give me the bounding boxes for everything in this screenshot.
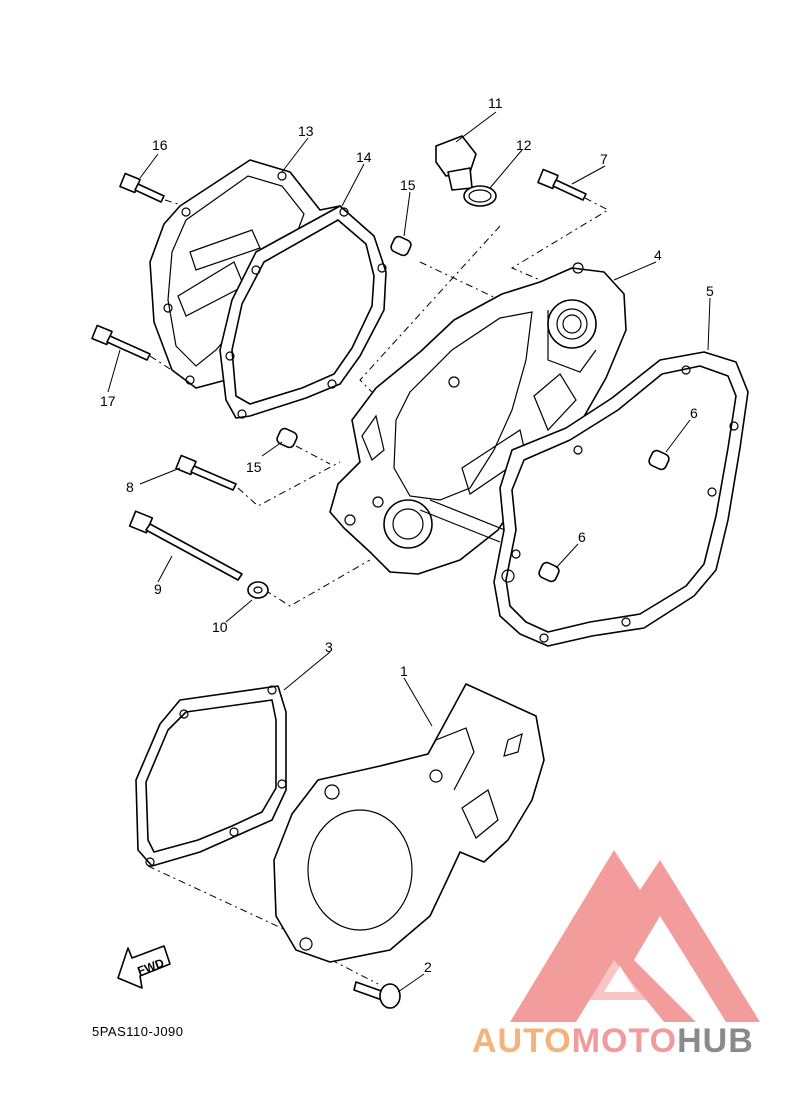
part-1-cover xyxy=(273,683,545,963)
callout-1: 1 xyxy=(400,663,408,679)
callout-11: 11 xyxy=(488,95,503,111)
watermark-hub: HUB xyxy=(677,1022,754,1060)
callout-10: 10 xyxy=(212,619,228,635)
part-2-screw xyxy=(353,981,401,1009)
callout-5: 5 xyxy=(706,283,714,299)
callout-15a: 15 xyxy=(400,177,416,193)
part-4-crankcase-cover xyxy=(329,262,627,575)
callout-14: 14 xyxy=(356,149,372,165)
part-3-gasket xyxy=(135,685,287,867)
callout-17: 17 xyxy=(100,393,116,409)
watermark-auto: AUTO xyxy=(472,1022,572,1060)
callout-8: 8 xyxy=(126,479,134,495)
automotohub-logo-icon xyxy=(510,850,760,1022)
fwd-arrow-icon: FWD xyxy=(117,945,171,989)
callout-7: 7 xyxy=(600,151,608,167)
callout-13: 13 xyxy=(298,123,314,139)
callout-15b: 15 xyxy=(246,459,262,475)
callout-labels: 1 2 3 4 5 6 6 7 8 9 10 11 12 13 14 15 15… xyxy=(100,95,714,975)
dowel-pins xyxy=(276,235,670,583)
bolts-and-fasteners xyxy=(91,135,587,599)
callout-16: 16 xyxy=(152,137,168,153)
callout-6b: 6 xyxy=(578,529,586,545)
callout-4: 4 xyxy=(654,247,662,263)
callout-6a: 6 xyxy=(690,405,698,421)
watermark-text: AUTOMOTOHUB xyxy=(472,1022,754,1060)
callout-12: 12 xyxy=(516,137,532,153)
callout-3: 3 xyxy=(325,639,333,655)
watermark-moto: MOTO xyxy=(572,1022,677,1060)
diagram-code: 5PAS110-J090 xyxy=(92,1024,184,1039)
callout-2: 2 xyxy=(424,959,432,975)
callout-9: 9 xyxy=(154,581,162,597)
svg-text:AUTOMOTOHUB: AUTOMOTOHUB xyxy=(472,1022,754,1060)
part-14-gasket xyxy=(219,205,387,419)
leader-lines xyxy=(107,111,711,993)
